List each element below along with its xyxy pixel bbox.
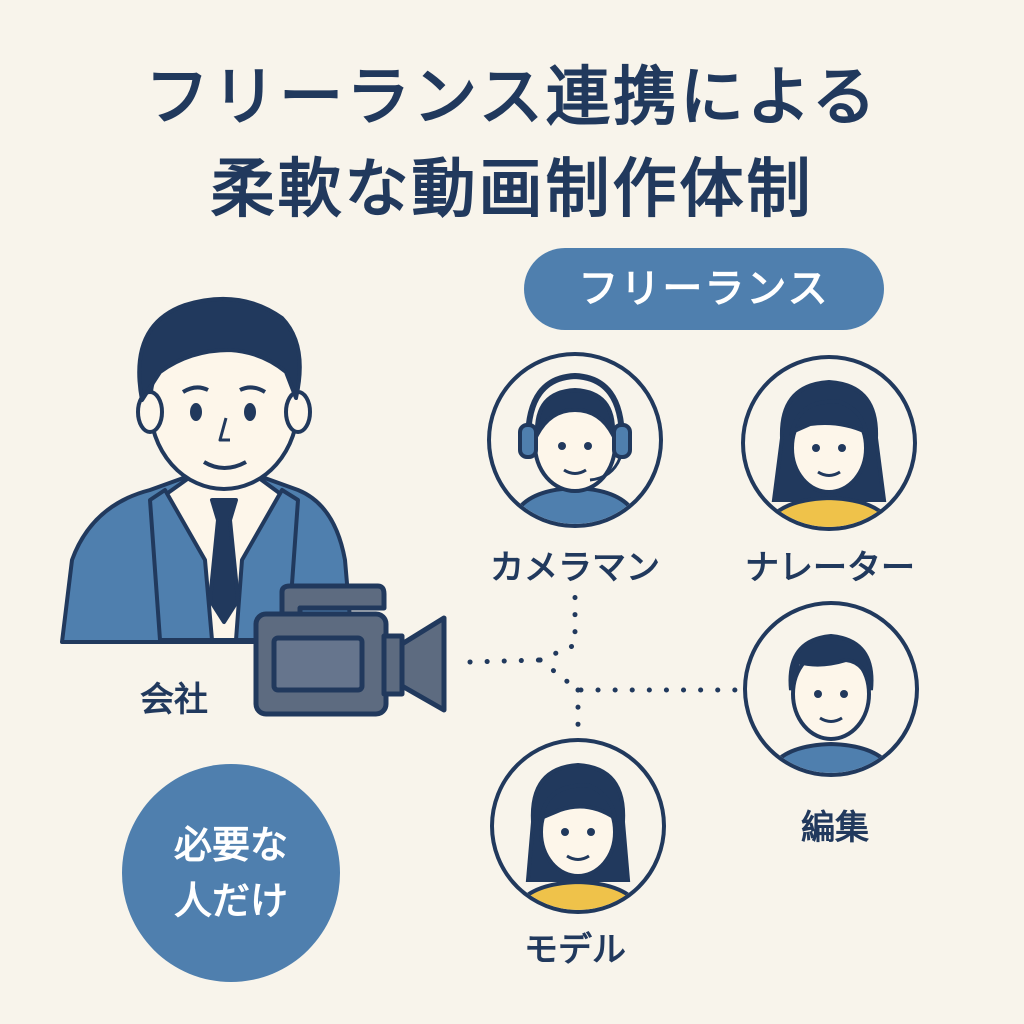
model-avatar: [490, 738, 666, 914]
badge-line-1: 必要な: [173, 823, 288, 867]
cameraman-avatar: [487, 352, 663, 528]
only-needed-people-badge: 必要な 人だけ: [122, 764, 340, 982]
connector-lines: [467, 582, 741, 743]
video-camera-icon: [253, 583, 447, 717]
model-label: モデル: [524, 930, 626, 970]
narrator-avatar: [741, 355, 917, 531]
cameraman-label: カメラマン: [490, 548, 660, 588]
editor-label: 編集: [801, 808, 869, 848]
freelance-header: フリーランス: [524, 248, 884, 330]
badge-line-2: 人だけ: [173, 879, 288, 923]
title-line-1: フリーランス連携による: [145, 61, 879, 135]
narrator-label: ナレーター: [745, 548, 915, 588]
editor-avatar: [743, 601, 919, 777]
company-label: 会社: [140, 680, 208, 720]
page-title: フリーランス連携による 柔軟な動画制作体制: [0, 52, 1024, 236]
title-line-2: 柔軟な動画制作体制: [210, 153, 814, 227]
